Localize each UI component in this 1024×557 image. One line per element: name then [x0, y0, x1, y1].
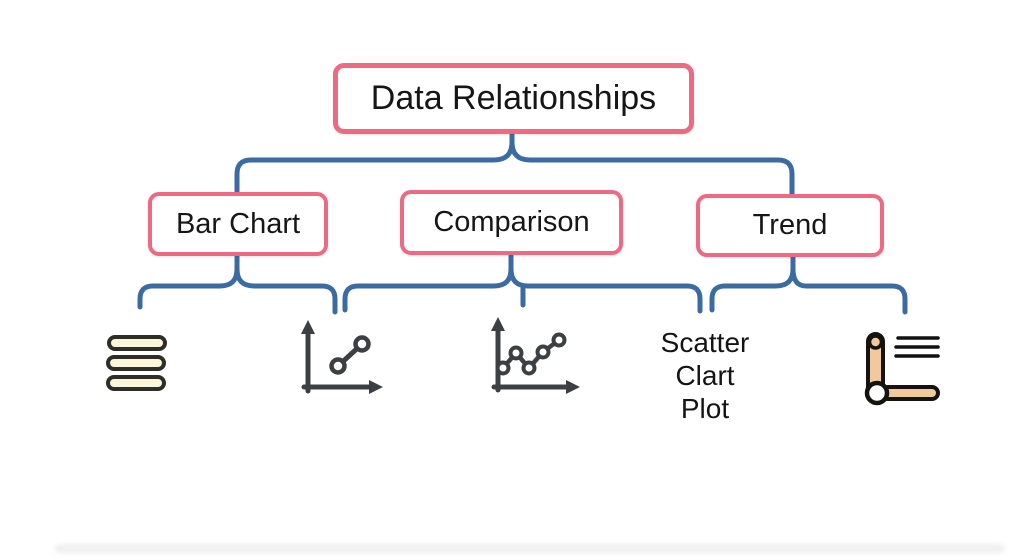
scatter-plot-text-line-3: Plot	[680, 393, 730, 424]
node-bar-chart: Bar Chart	[148, 192, 328, 256]
two-point-line-chart-icon	[301, 320, 383, 394]
node-comparison: Comparison	[400, 190, 623, 255]
node-bar-chart-label: Bar Chart	[175, 207, 301, 240]
node-comparison-label: Comparison	[433, 206, 590, 238]
stacked-bar-2	[106, 355, 166, 371]
axis-matchstick-icon	[864, 332, 940, 406]
node-data-relationships-label: Data Relationships	[370, 79, 657, 117]
connector-root-to-trend	[509, 131, 795, 198]
bottom-artifact-band	[55, 544, 1005, 553]
node-data-relationships: Data Relationships	[333, 63, 694, 134]
brace-comparison-right	[508, 252, 703, 314]
brace-trend-right	[790, 254, 908, 315]
multi-point-line-chart-icon	[491, 317, 580, 394]
node-trend: Trend	[696, 194, 884, 257]
scatter-plot-text: Scatter Clart Plot	[630, 326, 780, 425]
brace-trend-left	[709, 254, 796, 313]
scatter-plot-text-line-1: Scatter	[660, 327, 750, 358]
stacked-bar-3	[106, 375, 166, 391]
brace-comparison-left	[342, 252, 514, 313]
scatter-plot-text-line-2: Clart	[675, 360, 735, 391]
stacked-bar-1	[107, 335, 167, 351]
brace-barchart-left	[137, 253, 240, 310]
brace-barchart-right	[234, 253, 338, 315]
connector-root-to-barchart	[234, 131, 515, 196]
node-trend-label: Trend	[752, 209, 828, 241]
